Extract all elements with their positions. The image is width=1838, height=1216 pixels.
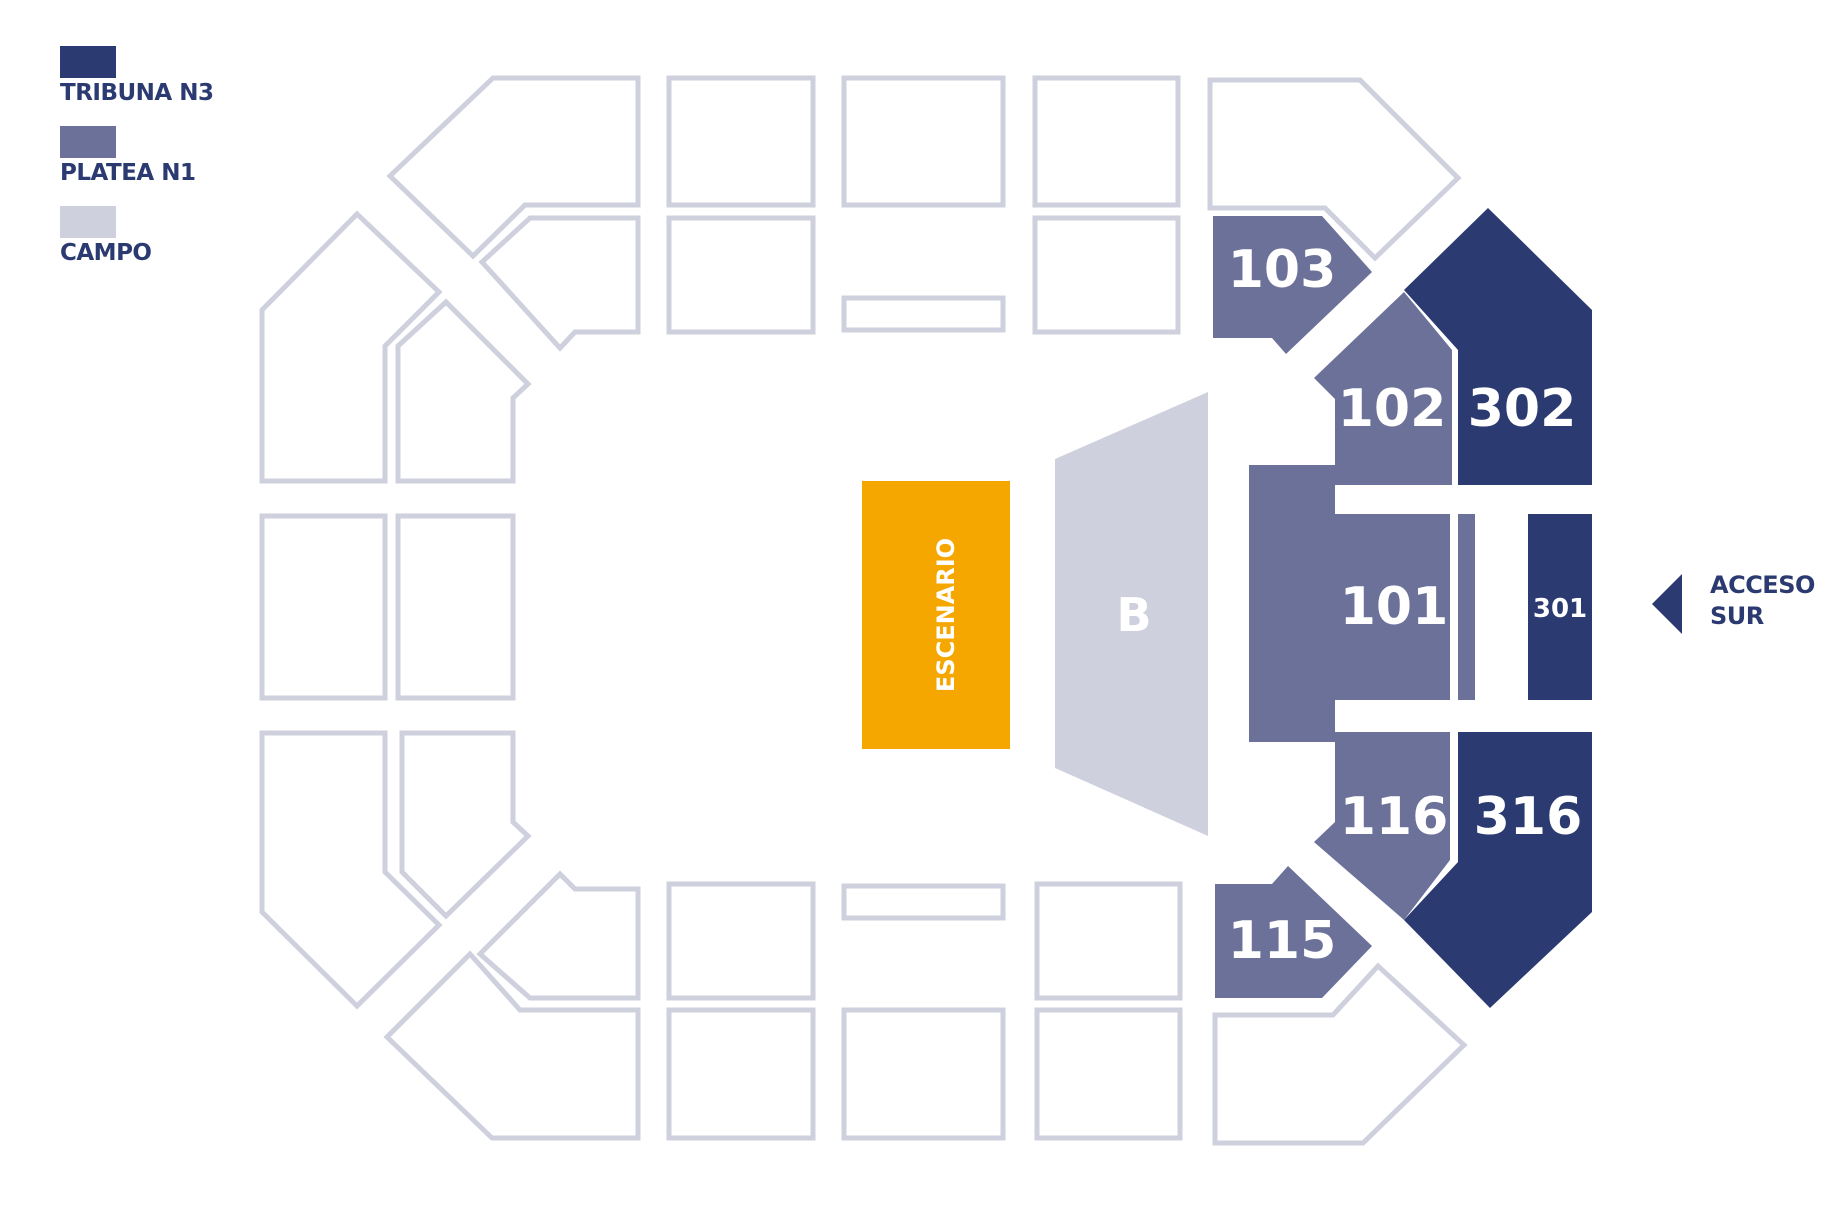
section-outline-bottom-outer-2 [841, 1007, 1006, 1141]
section-outline-left-lower-outer [259, 730, 443, 1010]
section-outline-left-upper-outer [259, 210, 443, 484]
section-outline-bottom-inner-3 [1034, 881, 1183, 1001]
section-outline-top-inner-3 [1032, 215, 1181, 335]
section-103-label: 103 [1228, 240, 1337, 300]
arrow-left-icon [1652, 574, 1682, 634]
stage-block [862, 481, 1010, 749]
section-115[interactable] [1215, 866, 1372, 998]
section-outline-left-lower-inner [399, 730, 532, 920]
section-316[interactable] [1404, 732, 1592, 1008]
access-label-line1: ACCESO [1710, 571, 1815, 599]
legend-swatch-platea [60, 126, 116, 158]
section-102[interactable] [1314, 292, 1452, 485]
section-outline-bottom-left-corner [383, 950, 641, 1141]
section-301[interactable] [1528, 514, 1592, 700]
section-302[interactable] [1404, 208, 1592, 485]
section-outline-top-outer-3 [1032, 75, 1181, 208]
access-label-line2: SUR [1710, 602, 1764, 630]
stage-label: ESCENARIO [932, 538, 960, 692]
section-outline-bottom-right-corner [1212, 962, 1468, 1146]
legend-swatch-campo [60, 206, 116, 238]
section-outline-top-left-corner [386, 75, 641, 260]
legend-label-tribuna: TRIBUNA N3 [60, 80, 214, 106]
section-outline-top-strip [841, 295, 1006, 333]
section-115-label: 115 [1228, 911, 1337, 971]
section-101-label: 101 [1340, 577, 1449, 637]
section-101[interactable] [1249, 465, 1450, 742]
section-outline-bottom-strip [841, 883, 1006, 921]
section-116-label: 116 [1340, 787, 1449, 847]
section-101-divider [1458, 514, 1475, 700]
section-outline-bottom-outer-3 [1034, 1007, 1183, 1141]
legend-label-platea: PLATEA N1 [60, 160, 196, 186]
section-outline-bottom-inner-corner-left [476, 870, 641, 1001]
section-outline-top-inner-1 [666, 215, 816, 335]
legend-swatch-tribuna [60, 46, 116, 78]
access-label: ACCESO SUR [1710, 570, 1815, 632]
section-outline-left-upper-inner [395, 298, 532, 484]
section-316-label: 316 [1474, 787, 1583, 847]
field-section-b[interactable] [1055, 392, 1208, 836]
section-103[interactable] [1213, 216, 1372, 354]
field-section-b-label: B [1116, 588, 1151, 642]
section-outline-left-mid-outer [259, 513, 388, 701]
section-outline-bottom-inner-1 [666, 881, 816, 1001]
section-116[interactable] [1314, 732, 1450, 920]
section-outline-top-right-corner [1207, 77, 1462, 262]
section-302-label: 302 [1468, 379, 1577, 439]
section-301-label: 301 [1533, 594, 1587, 624]
section-outline-top-outer-1 [666, 75, 816, 208]
section-outline-top-inner-corner-left [478, 215, 641, 352]
legend-label-campo: CAMPO [60, 240, 152, 266]
section-outline-bottom-outer-1 [666, 1007, 816, 1141]
section-102-label: 102 [1338, 379, 1447, 439]
section-outline-left-mid-inner [395, 513, 516, 701]
section-outline-top-outer-2 [841, 75, 1006, 208]
